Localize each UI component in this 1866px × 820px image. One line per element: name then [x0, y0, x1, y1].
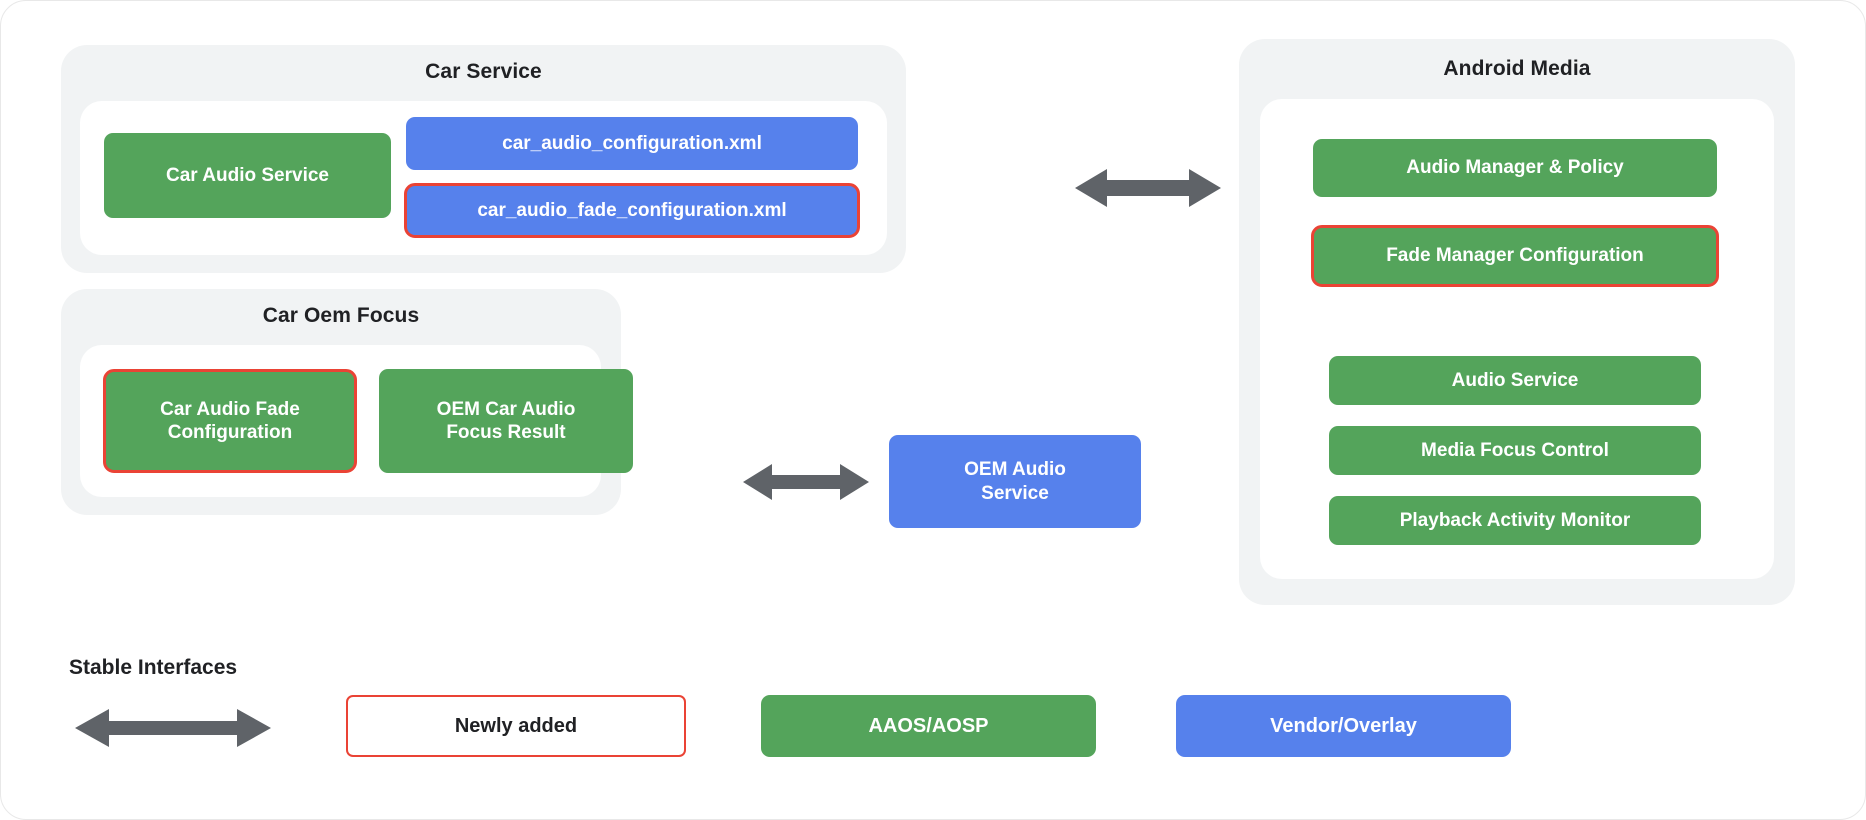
node-car-audio-fade-configuration-xml[interactable]: car_audio_fade_configuration.xml [404, 183, 860, 238]
node-car-audio-configuration-xml[interactable]: car_audio_configuration.xml [406, 117, 858, 170]
node-fade-manager-configuration[interactable]: Fade Manager Configuration [1311, 225, 1719, 287]
group-android-media: Android Media Audio Manager & Policy Fad… [1239, 39, 1795, 605]
node-audio-manager-and-policy[interactable]: Audio Manager & Policy [1313, 139, 1717, 197]
arrow-car-service-to-android-media [1075, 169, 1221, 207]
node-car-audio-fade-configuration[interactable]: Car Audio Fade Configuration [103, 369, 357, 473]
group-android-media-title: Android Media [1443, 57, 1591, 80]
node-oem-audio-service[interactable]: OEM Audio Service [889, 435, 1141, 528]
group-car-oem-focus: Car Oem Focus Car Audio Fade Configurati… [61, 289, 633, 515]
legend-stable-interfaces-label: Stable Interfaces [69, 656, 238, 679]
group-car-oem-focus-title: Car Oem Focus [262, 304, 420, 327]
node-car-audio-service[interactable]: Car Audio Service [104, 133, 391, 218]
legend-chip-aaos-aosp[interactable]: AAOS/AOSP [761, 695, 1096, 757]
group-car-service-title: Car Service [425, 60, 542, 83]
legend-chip-vendor-overlay[interactable]: Vendor/Overlay [1176, 695, 1511, 757]
group-car-service: Car Service Car Audio Service car_audio_… [61, 45, 906, 273]
legend-chip-newly-added[interactable]: Newly added [346, 695, 686, 757]
arrow-car-oem-focus-to-oem-audio-service [743, 464, 869, 500]
node-playback-activity-monitor[interactable]: Playback Activity Monitor [1329, 496, 1701, 545]
node-audio-service[interactable]: Audio Service [1329, 356, 1701, 405]
legend-double-headed-arrow-icon [75, 709, 271, 747]
node-media-focus-control[interactable]: Media Focus Control [1329, 426, 1701, 475]
node-oem-car-audio-focus-result[interactable]: OEM Car Audio Focus Result [379, 369, 633, 473]
